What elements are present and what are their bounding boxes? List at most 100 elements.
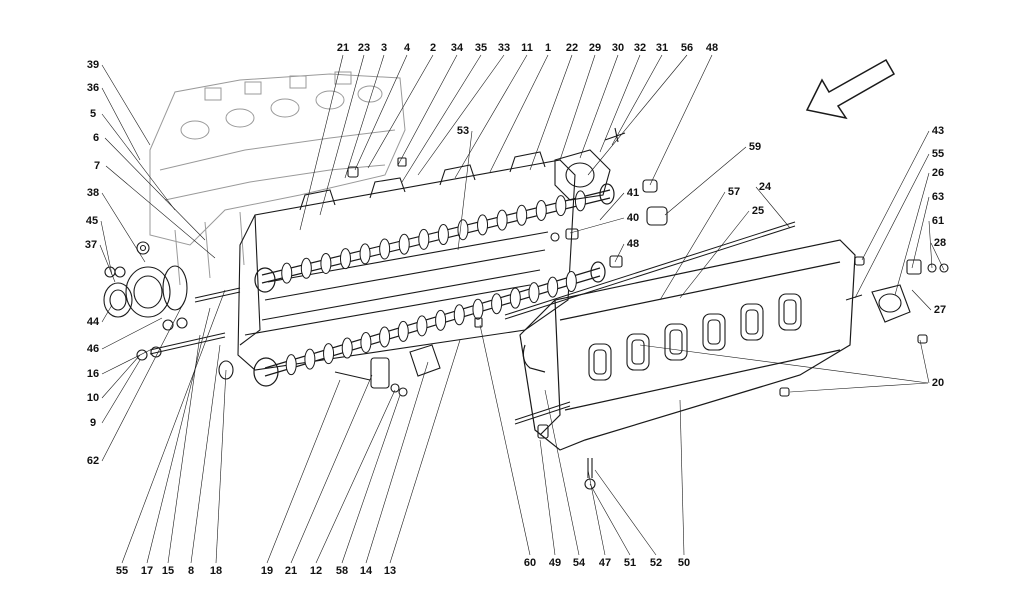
callout-leader xyxy=(105,165,216,259)
callout-leader xyxy=(559,54,596,161)
callout-label: 4 xyxy=(403,42,411,54)
callout-leader xyxy=(101,354,141,399)
callout-leader xyxy=(599,54,641,153)
callout-label: 34 xyxy=(450,42,464,54)
callout-leader xyxy=(457,130,473,251)
callout-label: 29 xyxy=(588,42,602,54)
cam-lobe xyxy=(359,243,371,265)
cam-lobe xyxy=(416,315,428,337)
arrow-icon xyxy=(805,58,896,120)
callout-leader xyxy=(190,344,221,564)
callout-label: 33 xyxy=(497,42,511,54)
callout-label: 27 xyxy=(933,304,947,316)
callout-leaders xyxy=(99,54,945,564)
cam-lobe xyxy=(397,320,409,342)
callout-label: 56 xyxy=(680,42,694,54)
callout-leader xyxy=(911,196,930,269)
callout-label: 51 xyxy=(623,557,637,569)
cylinder-head-assembly xyxy=(237,151,576,371)
callout-leader xyxy=(539,439,556,556)
cam-lobe xyxy=(535,199,547,221)
callout-label: 6 xyxy=(92,132,100,144)
callout-leader xyxy=(146,307,211,564)
callout-leader xyxy=(614,243,625,263)
callout-label: 55 xyxy=(115,565,129,577)
callout-label: 16 xyxy=(86,368,100,380)
callout-leader xyxy=(639,344,929,384)
cam-lobe xyxy=(339,248,351,270)
callout-leader xyxy=(101,299,186,462)
callout-leader xyxy=(101,359,141,424)
callout-leader xyxy=(679,210,750,299)
callout-label: 13 xyxy=(383,565,397,577)
callout-leader xyxy=(121,289,226,564)
cover-gasket xyxy=(504,221,796,425)
callout-leader xyxy=(479,324,531,556)
callout-leader xyxy=(664,146,747,216)
callout-label: 9 xyxy=(89,417,97,429)
cam-lobe xyxy=(320,252,332,274)
callout-leader xyxy=(417,54,505,176)
cam-lobe xyxy=(516,204,528,226)
callout-leader xyxy=(679,399,685,556)
callout-leader xyxy=(919,339,930,384)
cover-port-inner xyxy=(745,309,759,335)
cam-lobe xyxy=(574,190,586,212)
callout-label: 12 xyxy=(309,565,323,577)
cover-port xyxy=(702,313,726,351)
engine-block-outline xyxy=(149,71,406,286)
cam-lobe xyxy=(435,309,447,331)
callout-label: 31 xyxy=(655,42,669,54)
callout-label: 54 xyxy=(572,557,586,569)
cover-port xyxy=(740,303,764,341)
cover-port-inner xyxy=(593,349,607,375)
cover-port xyxy=(664,323,688,361)
callout-label: 55 xyxy=(931,148,945,160)
cover-port xyxy=(588,343,612,381)
callout-leader xyxy=(594,469,657,556)
callout-leader xyxy=(659,191,726,301)
callout-leader xyxy=(315,389,396,564)
callout-leader xyxy=(290,374,373,564)
callout-label: 35 xyxy=(474,42,488,54)
callout-leader xyxy=(341,394,401,564)
callout-leader xyxy=(101,87,141,161)
callout-label: 57 xyxy=(727,186,741,198)
callout-label: 5 xyxy=(89,108,97,120)
cam-lobe xyxy=(547,276,559,298)
callout-leader xyxy=(299,54,344,231)
callout-leader xyxy=(101,192,146,263)
callout-label: 50 xyxy=(677,557,691,569)
callout-label: 37 xyxy=(84,239,98,251)
callout-leader xyxy=(167,334,201,564)
callout-label: 58 xyxy=(335,565,349,577)
callout-label: 2 xyxy=(429,42,437,54)
callout-label: 32 xyxy=(633,42,647,54)
callout-label: 22 xyxy=(565,42,579,54)
cam-lobe xyxy=(457,219,469,241)
cam-lobe xyxy=(281,262,293,284)
callout-leader xyxy=(579,54,619,159)
callout-label: 23 xyxy=(357,42,371,54)
callout-label: 7 xyxy=(93,160,101,172)
callout-label: 59 xyxy=(748,141,762,153)
callout-leader xyxy=(611,54,663,146)
cover-port-inner xyxy=(707,319,721,345)
callout-leader xyxy=(401,54,482,183)
cam-lobe xyxy=(323,343,335,365)
callout-label: 19 xyxy=(260,565,274,577)
cam-lobe xyxy=(360,332,372,354)
callout-leader xyxy=(911,289,932,311)
cam-lobe xyxy=(285,354,297,376)
callout-leader xyxy=(99,244,116,283)
callout-label: 15 xyxy=(161,565,175,577)
callout-label: 36 xyxy=(86,82,100,94)
cam-lobe xyxy=(491,293,503,315)
callout-label: 14 xyxy=(359,565,373,577)
cam-lobe xyxy=(528,282,540,304)
callout-leader xyxy=(649,54,713,186)
cover-port-inner xyxy=(669,329,683,355)
callout-label: 24 xyxy=(758,181,772,193)
